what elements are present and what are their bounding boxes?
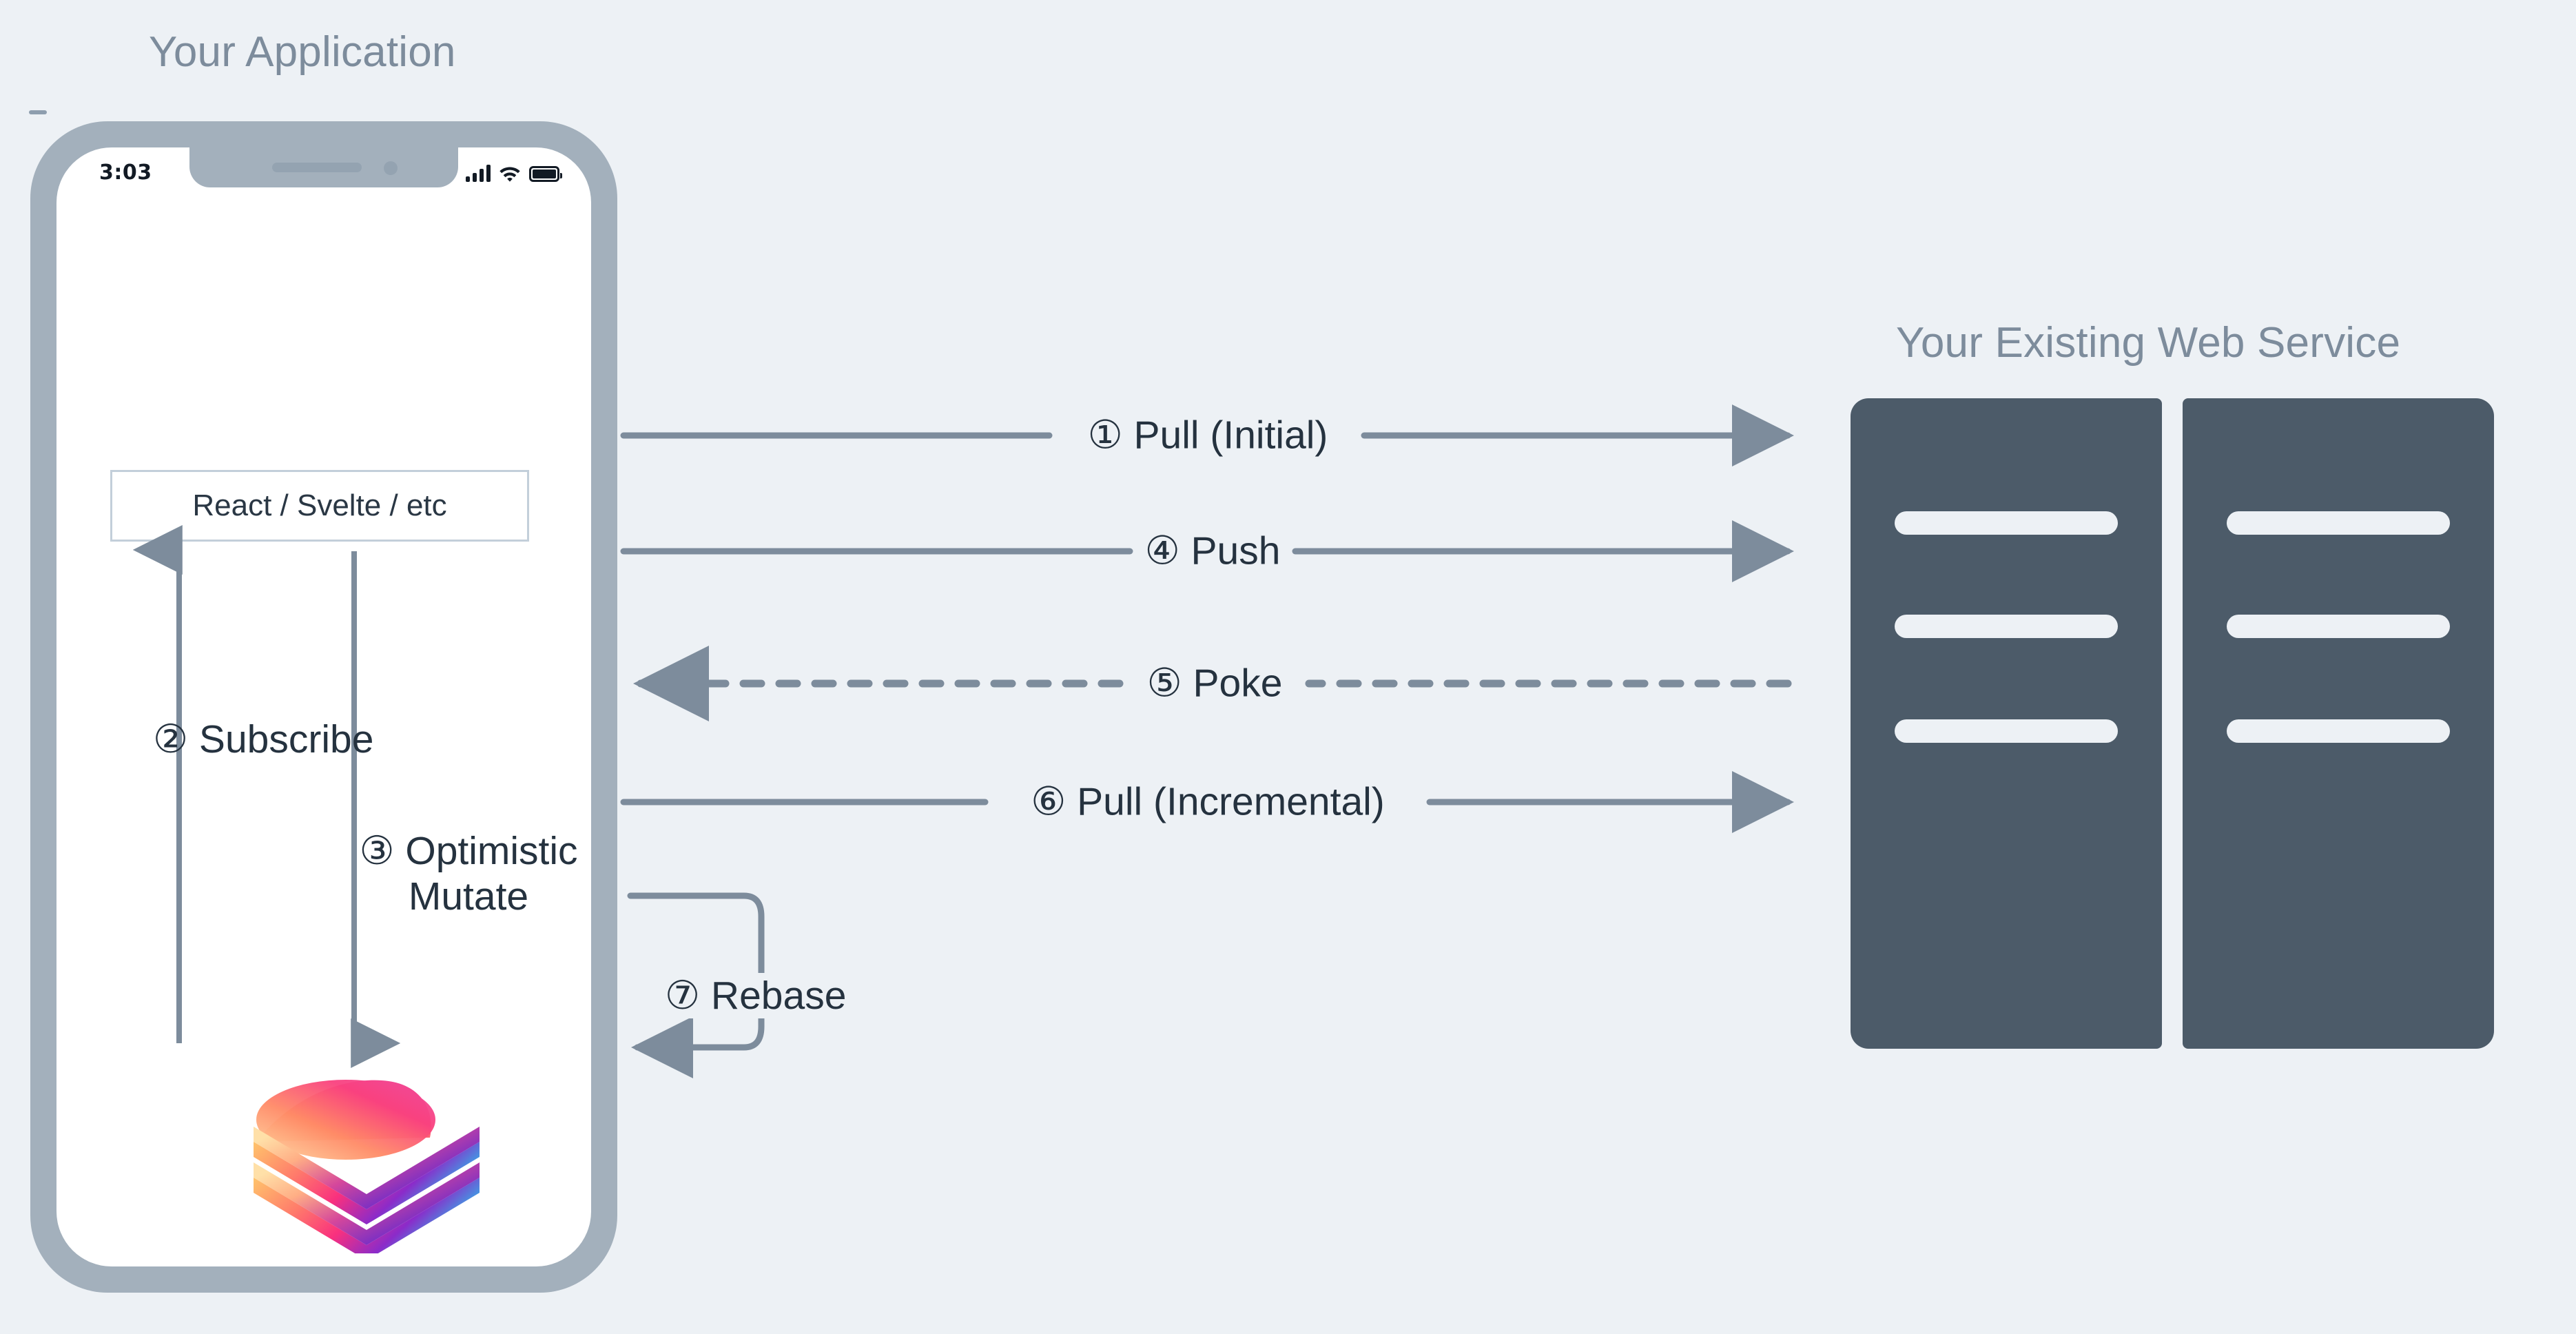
replicache-logo-label: Replicache bbox=[56, 1265, 591, 1266]
flow-label-pull-incremental: ⑥ Pull (Incremental) bbox=[1021, 782, 1394, 822]
status-time: 3:03 bbox=[99, 161, 152, 185]
web-service-section-title: Your Existing Web Service bbox=[1896, 319, 2401, 367]
phone-status-bar: 3:03 bbox=[56, 147, 591, 196]
flow-line-rebase bbox=[627, 892, 765, 1023]
server-slot bbox=[1895, 511, 2118, 535]
status-icon-group bbox=[466, 161, 562, 182]
flow-label-pull-initial: ① Pull (Initial) bbox=[1078, 415, 1338, 455]
wifi-icon bbox=[499, 164, 521, 182]
server-slot bbox=[2227, 615, 2450, 638]
framework-box-label: React / Svelte / etc bbox=[192, 489, 447, 522]
server-slot bbox=[2227, 511, 2450, 535]
flow-line-rebase-return bbox=[631, 1003, 765, 1078]
application-section-title: Your Application bbox=[149, 28, 456, 76]
server-rack-1 bbox=[1851, 398, 2162, 1049]
battery-icon bbox=[529, 166, 562, 182]
server-slot bbox=[1895, 719, 2118, 743]
replicache-layers-logo bbox=[254, 1080, 480, 1253]
phone-device: 3:03 React / bbox=[30, 121, 617, 1293]
flow-label-rebase: ⑦ Rebase bbox=[658, 973, 854, 1018]
speaker-icon bbox=[272, 163, 362, 172]
phone-notch bbox=[189, 147, 458, 187]
server-slot bbox=[1895, 615, 2118, 638]
server-rack-2 bbox=[2183, 398, 2494, 1049]
phone-internal-arrows bbox=[132, 525, 401, 1068]
phone-screen: 3:03 React / bbox=[56, 147, 591, 1266]
camera-icon bbox=[384, 161, 398, 175]
signal-bars-icon bbox=[466, 164, 491, 182]
flow-label-push: ④ Push bbox=[1135, 531, 1290, 571]
tick-mark-decoration bbox=[29, 110, 47, 114]
step-label-subscribe: ② Subscribe bbox=[153, 717, 374, 761]
server-slot bbox=[2227, 719, 2450, 743]
flow-label-poke: ⑤ Poke bbox=[1137, 664, 1292, 704]
